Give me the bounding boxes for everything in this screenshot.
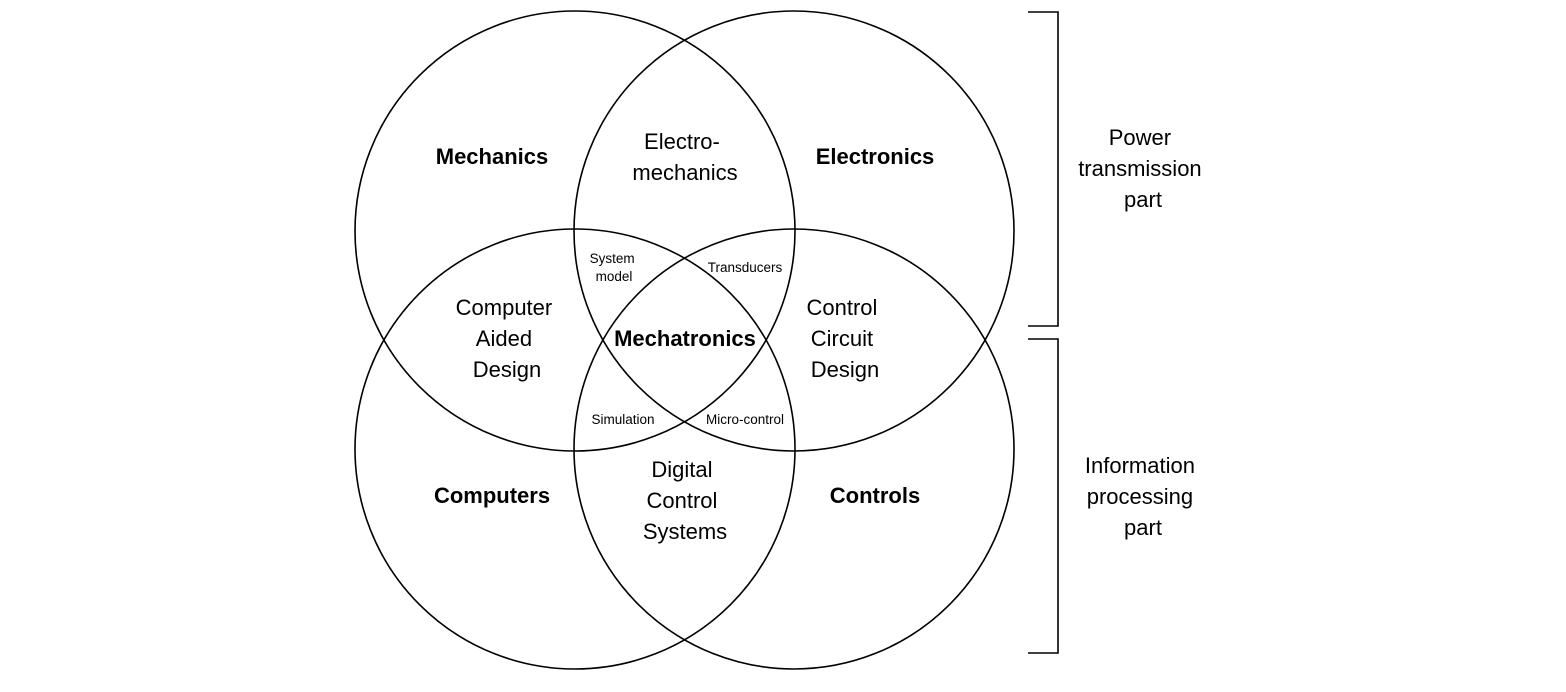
label-information-processing-part: Information processing part — [1085, 453, 1201, 540]
label-power-line-2: transmission — [1078, 156, 1201, 181]
bracket-information-processing — [1028, 338, 1059, 654]
label-mechanics: Mechanics — [436, 144, 549, 169]
label-dcs-line-3: Systems — [643, 519, 727, 544]
circle-controls — [573, 228, 1015, 670]
label-computer-aided-design: Computer Aided Design — [456, 295, 559, 382]
label-computers: Computers — [434, 483, 550, 508]
label-system-model-line-2: model — [596, 269, 633, 284]
circle-mechanics — [354, 10, 796, 452]
label-cad-line-1: Computer — [456, 295, 553, 320]
label-info-line-1: Information — [1085, 453, 1195, 478]
label-mechatronics: Mechatronics — [614, 326, 756, 351]
label-transducers: Transducers — [708, 260, 783, 275]
label-dcs-line-1: Digital — [651, 457, 712, 482]
circle-electronics — [573, 10, 1015, 452]
label-micro-control: Micro-control — [706, 412, 784, 427]
label-electromechanics-line-1: Electro- — [644, 129, 720, 154]
label-power-transmission-part: Power transmission part — [1078, 125, 1208, 212]
label-digital-control-systems: Digital Control Systems — [643, 457, 727, 544]
circle-computers — [354, 228, 796, 670]
label-control-circuit-design: Control Circuit Design — [806, 295, 883, 382]
label-ccd-line-2: Circuit — [811, 326, 873, 351]
label-electronics: Electronics — [816, 144, 935, 169]
label-cad-line-2: Aided — [476, 326, 532, 351]
label-info-line-3: part — [1124, 515, 1162, 540]
label-electromechanics: Electro- mechanics — [632, 129, 737, 185]
label-controls: Controls — [830, 483, 920, 508]
label-system-model: System model — [590, 251, 639, 284]
label-info-line-2: processing — [1087, 484, 1193, 509]
label-cad-line-3: Design — [473, 357, 541, 382]
label-electromechanics-line-2: mechanics — [632, 160, 737, 185]
label-power-line-3: part — [1124, 187, 1162, 212]
label-dcs-line-2: Control — [646, 488, 717, 513]
label-simulation: Simulation — [591, 412, 654, 427]
label-power-line-1: Power — [1109, 125, 1171, 150]
label-ccd-line-3: Design — [811, 357, 879, 382]
label-ccd-line-1: Control — [806, 295, 877, 320]
bracket-power-transmission — [1028, 11, 1059, 327]
label-system-model-line-1: System — [590, 251, 635, 266]
